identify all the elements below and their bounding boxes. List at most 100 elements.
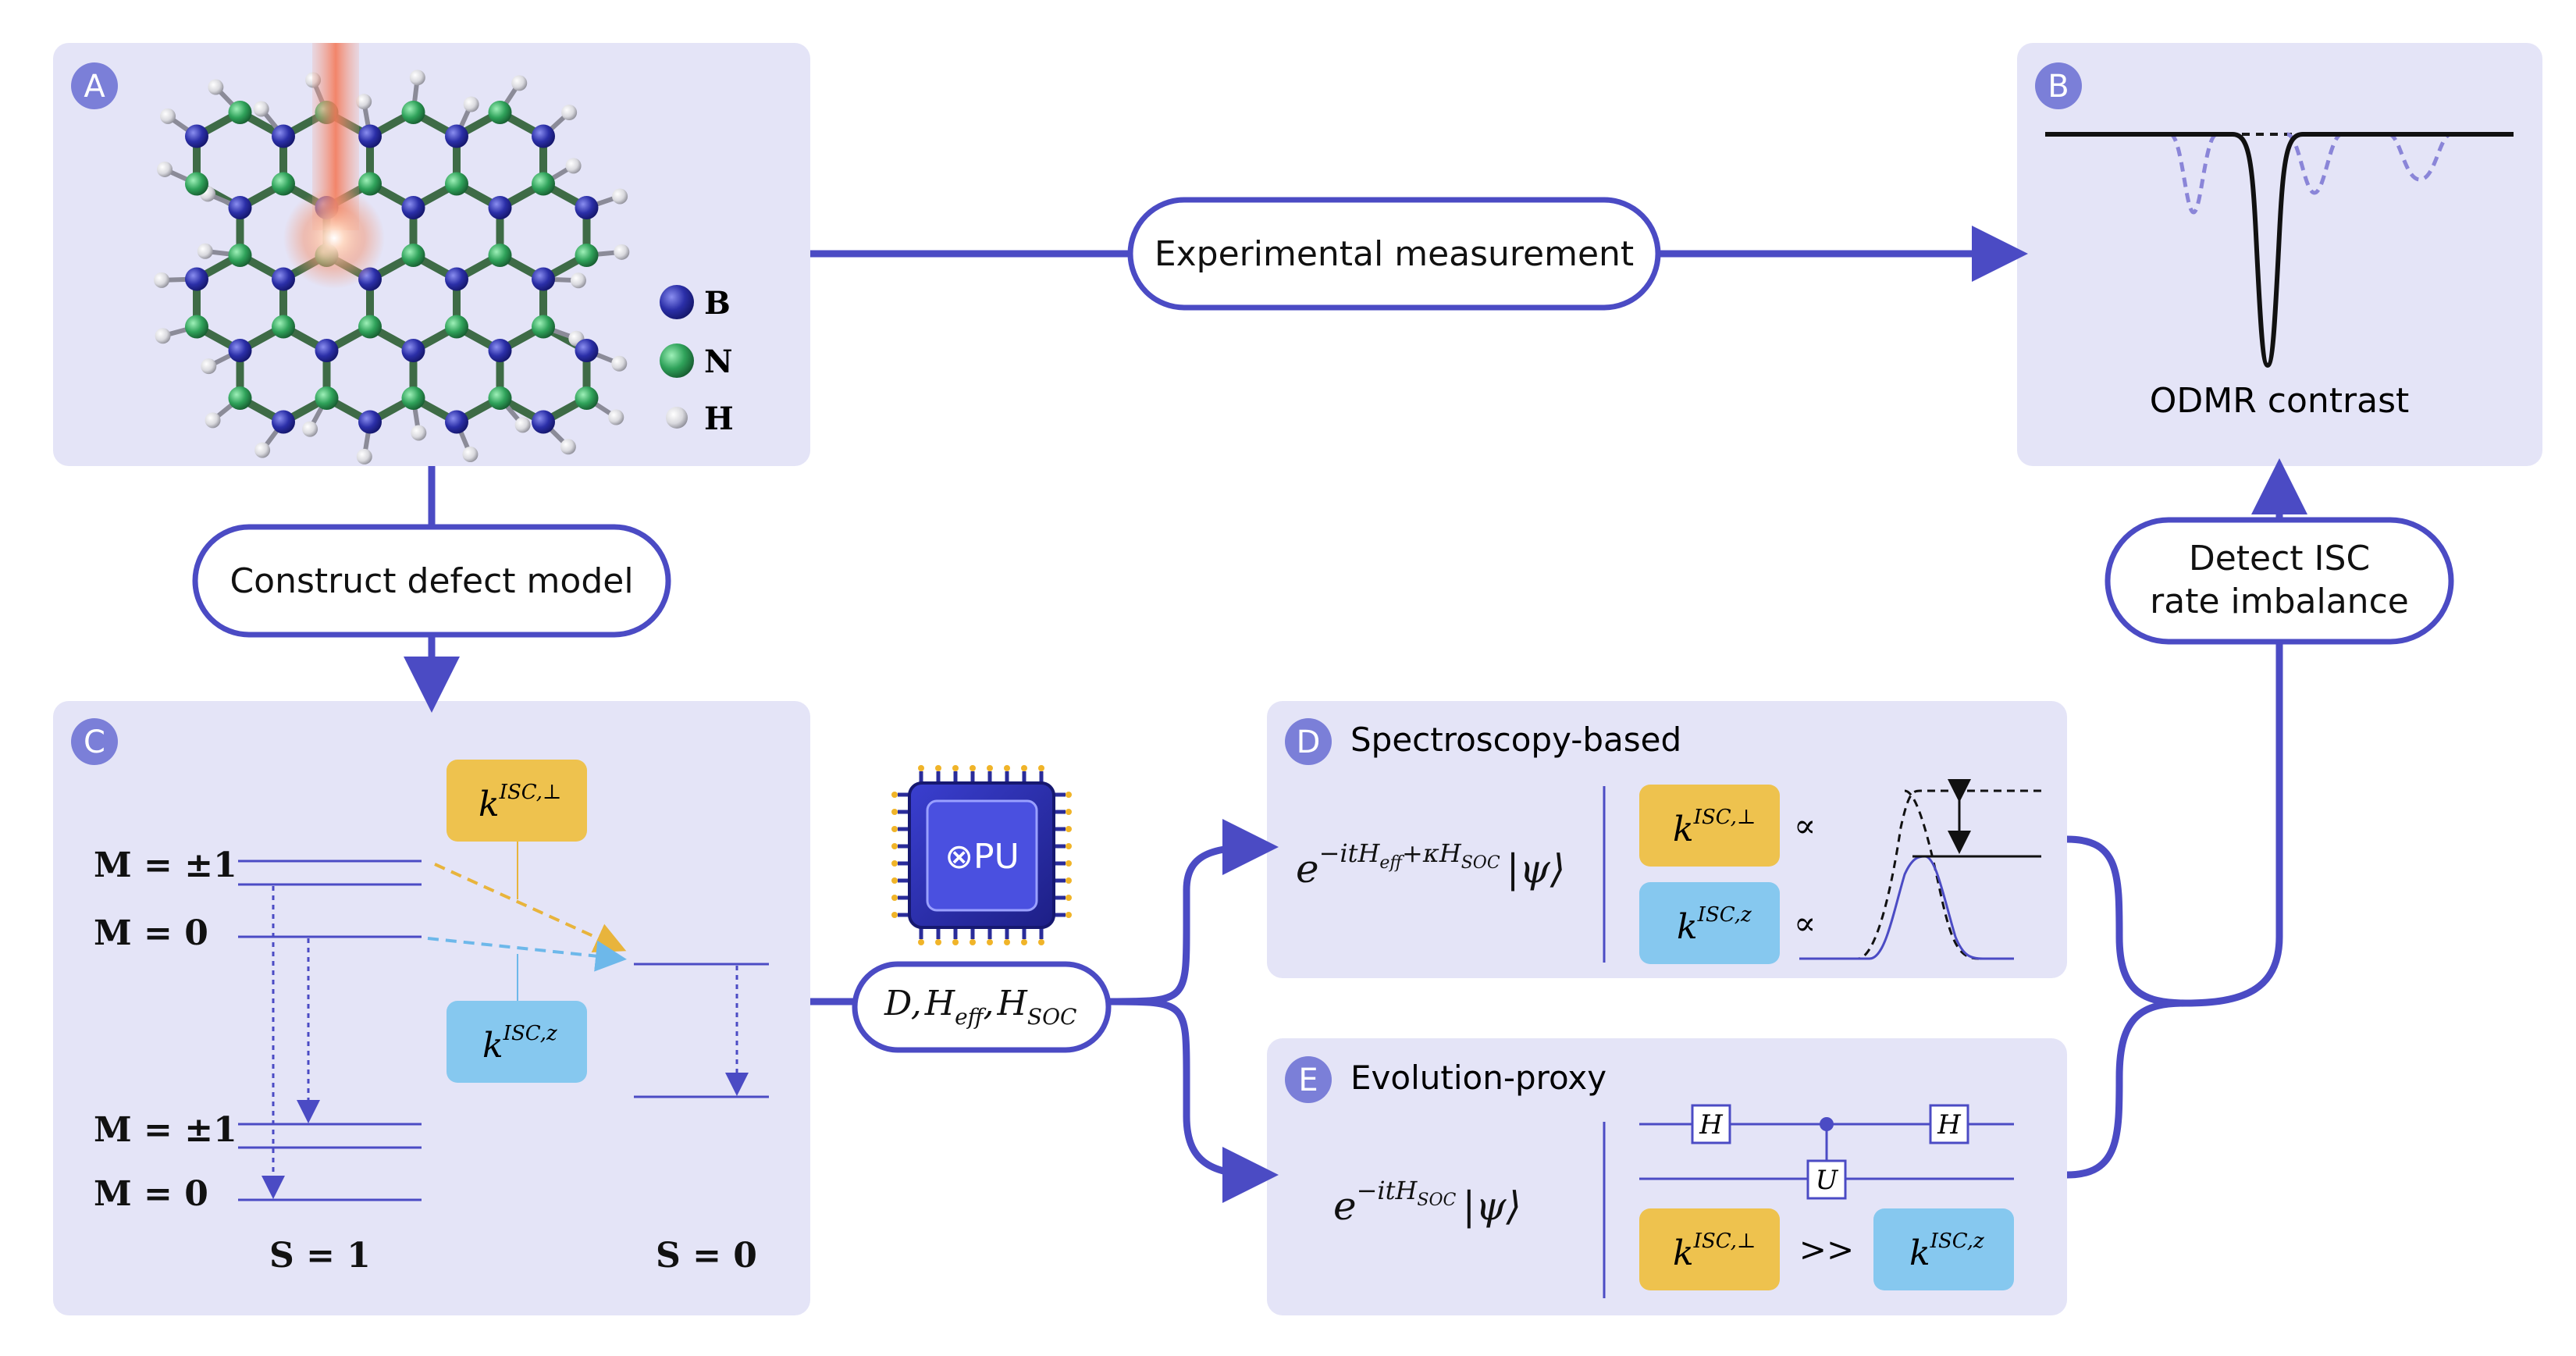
- e-compare: >>: [1799, 1230, 1854, 1269]
- chip-pin-tip: [1038, 939, 1044, 945]
- nitrogen-atom: [488, 386, 512, 410]
- experimental-measurement-pill: Experimental measurement: [1127, 197, 1661, 311]
- isc-perp-arrow: [434, 863, 627, 952]
- svg-text:e−itHSOC|ψ⟩: e−itHSOC|ψ⟩: [1333, 1176, 1521, 1229]
- boron-atom: [445, 410, 468, 434]
- badge-e: E: [1285, 1056, 1332, 1103]
- detect-isc-line1: Detect ISC: [2189, 539, 2370, 578]
- badge-b: B: [2035, 62, 2082, 109]
- singlet-levels: S = 0: [634, 963, 769, 1276]
- h-gate-1: H: [1691, 1104, 1731, 1144]
- chip-pin-tip: [918, 939, 924, 945]
- chip-pin-tip: [1004, 939, 1010, 945]
- svg-text:H: H: [1699, 1109, 1724, 1141]
- chip-pin-tip: [970, 939, 976, 945]
- hamiltonian-pill: D,Heff,HSOC: [852, 961, 1112, 1053]
- chip-pin-tip: [1066, 860, 1072, 867]
- chip-pin-tip: [952, 939, 959, 945]
- panel-e: [1267, 1038, 2067, 1315]
- chip-pin-tip: [1066, 877, 1072, 884]
- svg-text:D: D: [1297, 724, 1321, 760]
- svg-text:e−itHeff+κHSOC|ψ⟩: e−itHeff+κHSOC|ψ⟩: [1296, 838, 1565, 892]
- nitrogen-atom: [358, 315, 382, 339]
- hamiltonian-text: D,Heff,HSOC: [884, 984, 1076, 1030]
- hydrogen-atom: [208, 79, 224, 95]
- c-kperp-box: kISC,⊥: [447, 760, 587, 842]
- chip-pin-tip: [952, 765, 959, 771]
- chip-pin-tip: [1066, 826, 1072, 832]
- profile-dashed-tail: [1904, 789, 1980, 960]
- profile-dashed: [1799, 789, 2041, 960]
- hydrogen-atom: [612, 188, 628, 205]
- hydrogen-atom: [611, 355, 628, 372]
- experimental-measurement-label: Experimental measurement: [1155, 234, 1634, 274]
- boron-atom: [532, 124, 555, 148]
- chip-pin-tip: [891, 792, 898, 798]
- hydrogen-atom: [570, 272, 586, 289]
- nitrogen-atom: [401, 386, 425, 410]
- boron-atom-icon: [660, 285, 694, 319]
- chip-pin-tip: [1066, 895, 1072, 901]
- nitrogen-atom: [575, 244, 599, 267]
- e-kz-box: kISC,z: [1873, 1208, 2014, 1290]
- nitrogen-atom-icon: [660, 343, 694, 378]
- u-gate: U: [1806, 1159, 1847, 1200]
- hydrogen-atom: [411, 425, 427, 441]
- hydrogen-atom: [160, 108, 176, 124]
- chip-pin-tip: [891, 860, 898, 867]
- boron-atom: [401, 339, 425, 362]
- chip-pin-tip: [987, 765, 993, 771]
- evolution-formula: e−itHSOC|ψ⟩: [1333, 1176, 1521, 1229]
- boron-atom: [315, 339, 339, 362]
- qpu-label: ⊗PU: [945, 837, 1019, 877]
- chip-pin-tip: [1066, 843, 1072, 849]
- nitrogen-atom: [532, 172, 555, 196]
- nitrogen-atom: [315, 386, 339, 410]
- laser-beam: [283, 43, 385, 289]
- chip-pin-tip: [1066, 809, 1072, 815]
- hydrogen-atom: [302, 421, 318, 437]
- atom-legend: B N H: [660, 285, 734, 437]
- hydrogen-atom: [356, 448, 372, 464]
- panel-e-title: Evolution-proxy: [1350, 1059, 1606, 1097]
- svg-text:A: A: [84, 69, 105, 105]
- legend-h: H: [704, 400, 734, 437]
- hydrogen-atom-icon: [666, 407, 688, 429]
- badge-d: D: [1285, 718, 1332, 765]
- label-lower-0: M = 0: [94, 1174, 208, 1214]
- d-kperp-box: kISC,⊥: [1639, 785, 1780, 867]
- boron-atom: [575, 196, 599, 219]
- svg-text:B: B: [2048, 69, 2069, 105]
- d-prop-2: ∝: [1794, 904, 1816, 942]
- quantum-circuit: H H U: [1639, 1104, 2014, 1200]
- hydrogen-atom: [511, 75, 528, 91]
- hydrogen-atom: [254, 442, 271, 458]
- detect-isc-pill: Detect ISC rate imbalance: [2105, 517, 2454, 645]
- c-kperp-label: kISC,⊥: [479, 781, 561, 824]
- badge-c: C: [71, 718, 118, 765]
- flow-e-to-b: [2066, 999, 2186, 1179]
- chip-pin-tip: [891, 809, 898, 815]
- panel-a: [53, 43, 810, 466]
- hydrogen-atom: [560, 439, 576, 455]
- flow-h-to-e: [1108, 998, 1279, 1203]
- boron-atom: [272, 410, 295, 434]
- label-lower-pm1: M = ±1: [94, 1110, 237, 1150]
- chip-pin-tip: [891, 912, 898, 918]
- boron-atom: [401, 196, 425, 219]
- chip-pin-tip: [935, 939, 941, 945]
- boron-atom: [358, 410, 382, 434]
- chip-pin-tip: [935, 765, 941, 771]
- hydrogen-atom: [463, 96, 479, 112]
- boron-atom: [575, 339, 599, 362]
- odmr-caption: ODMR contrast: [2150, 381, 2410, 421]
- hydrogen-atom: [565, 158, 582, 174]
- boron-atom: [185, 267, 208, 291]
- svg-text:U: U: [1816, 1165, 1839, 1196]
- chip-pin-tip: [918, 765, 924, 771]
- panel-d-title: Spectroscopy-based: [1350, 721, 1681, 759]
- boron-atom: [532, 267, 555, 291]
- chip-pin-tip: [1066, 792, 1072, 798]
- nitrogen-atom: [272, 315, 295, 339]
